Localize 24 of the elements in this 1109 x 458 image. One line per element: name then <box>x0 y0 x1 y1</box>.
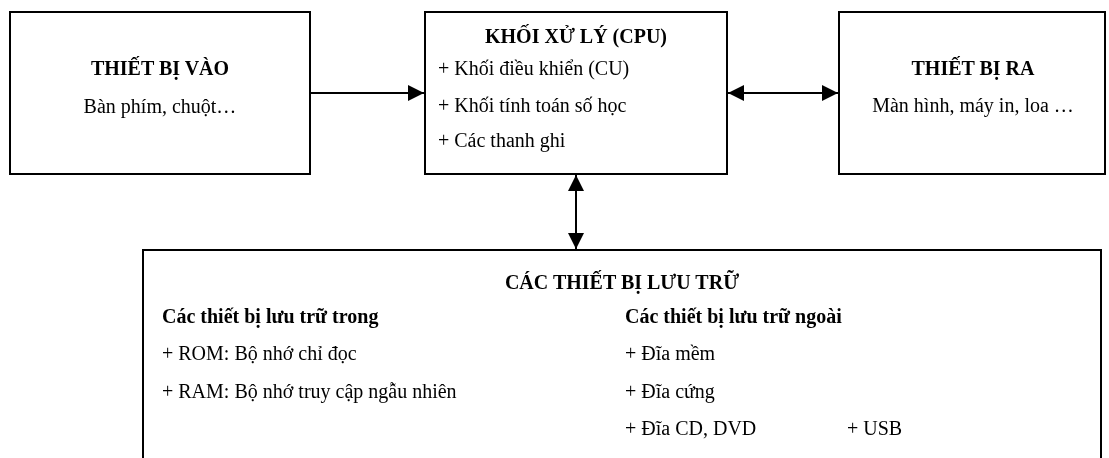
box-text: Các thiết bị lưu trữ ngoài <box>625 305 842 328</box>
box-text: Các thiết bị lưu trữ trong <box>162 305 379 328</box>
arrow <box>568 174 584 250</box>
box-text: + Khối tính toán số học <box>438 94 627 117</box>
arrow <box>310 85 425 101</box>
box-text: + Đĩa cứng <box>625 380 715 403</box>
process-box <box>838 11 1106 175</box>
box-title: CÁC THIẾT BỊ LƯU TRỮ <box>503 271 741 294</box>
process-box <box>9 11 311 175</box>
box-text: + Khối điều khiển (CU) <box>438 57 630 80</box>
box-title: THIẾT BỊ RA <box>910 57 1036 80</box>
box-text: + Các thanh ghi <box>438 129 566 152</box>
box-text: Bàn phím, chuột… <box>82 95 238 118</box>
process-box <box>142 249 1102 458</box>
box-title: THIẾT BỊ VÀO <box>89 57 231 80</box>
process-box <box>424 11 728 175</box>
arrow <box>727 85 839 101</box>
box-text: + Đĩa mềm <box>625 342 716 365</box>
box-text: + USB <box>847 417 903 440</box>
box-title: KHỐI XỬ LÝ (CPU) <box>484 25 668 48</box>
box-text: + ROM: Bộ nhớ chỉ đọc <box>162 342 357 365</box>
box-text: + RAM: Bộ nhớ truy cập ngẫu nhiên <box>162 380 457 403</box>
box-text: + Đĩa CD, DVD <box>625 417 757 440</box>
box-text: Màn hình, máy in, loa … <box>871 93 1075 119</box>
